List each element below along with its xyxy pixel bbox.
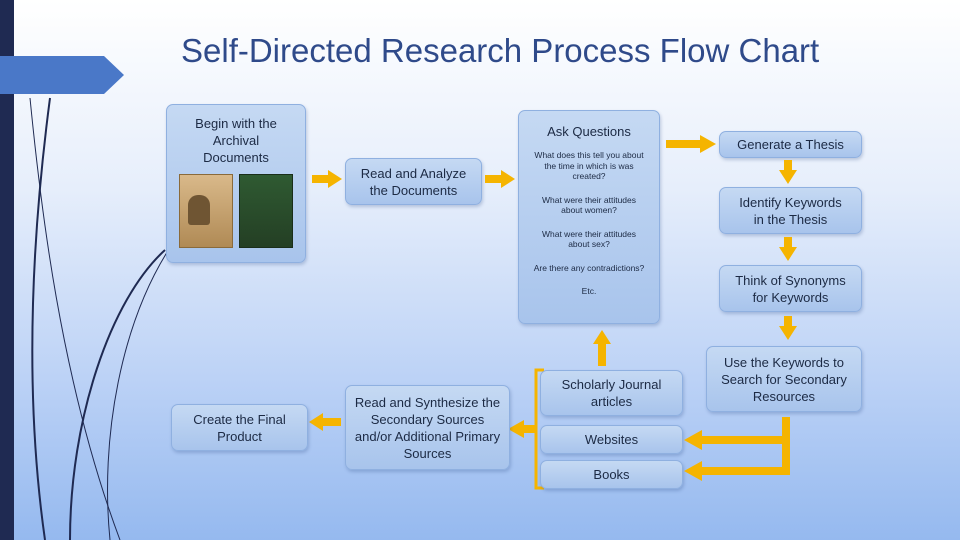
arrow-synonyms-to-search [779, 316, 797, 340]
arrow-begin-to-read [312, 170, 342, 188]
node-synthesize: Read and Synthesize the Secondary Source… [345, 385, 510, 470]
node-websites-label: Websites [584, 432, 639, 447]
node-synonyms-label: Think of Synonyms for Keywords [735, 272, 846, 305]
node-search: Use the Keywords to Search for Secondary… [706, 346, 862, 412]
arrow-thesis-to-keywords [779, 160, 797, 184]
node-synonyms: Think of Synonyms for Keywords [719, 265, 862, 312]
title-tab-arrow [0, 56, 124, 94]
arrow-search-to-sources [684, 417, 790, 481]
ask-question: What were their attitudes about sex? [541, 228, 636, 250]
node-keywords: Identify Keywords in the Thesis [719, 187, 862, 234]
decorative-swoosh-lines [29, 97, 176, 540]
node-journal: Scholarly Journal articles [540, 370, 683, 416]
archival-document-images [179, 174, 293, 248]
left-accent-bar [0, 0, 14, 540]
ask-question: What were their attitudes about women? [541, 194, 636, 216]
node-final-label: Create the Final Product [193, 411, 286, 444]
node-books-label: Books [593, 467, 630, 482]
ask-question: Are there any contradictions? [533, 262, 645, 273]
arrow-journal-to-ask [593, 330, 611, 366]
node-final: Create the Final Product [171, 404, 308, 451]
node-ask-questions: Ask Questions What does this tell you ab… [518, 110, 660, 324]
node-books: Books [540, 460, 683, 489]
node-begin-label: Begin with the Archival Documents [195, 116, 277, 165]
node-thesis: Generate a Thesis [719, 131, 862, 158]
newspaper-clipping-image [179, 174, 233, 248]
node-journal-label: Scholarly Journal articles [561, 377, 662, 409]
node-begin: Begin with the Archival Documents [166, 104, 306, 263]
green-book-image [239, 174, 293, 248]
ask-question: What does this tell you about the time i… [534, 150, 644, 181]
node-websites: Websites [540, 425, 683, 454]
node-read-analyze-label: Read and Analyze the Documents [360, 165, 467, 198]
node-search-label: Use the Keywords to Search for Secondary… [721, 354, 847, 404]
sources-bracket [508, 368, 544, 490]
node-keywords-label: Identify Keywords in the Thesis [739, 194, 842, 227]
node-thesis-label: Generate a Thesis [737, 137, 844, 152]
arrow-keywords-to-synonyms [779, 237, 797, 261]
arrow-read-to-ask [485, 170, 515, 188]
ask-question: Etc. [581, 286, 597, 296]
node-read-analyze: Read and Analyze the Documents [345, 158, 482, 205]
ask-heading: Ask Questions [547, 124, 631, 139]
node-synthesize-label: Read and Synthesize the Secondary Source… [354, 394, 501, 461]
arrow-ask-to-thesis [666, 135, 716, 153]
arrow-synthesize-to-final [309, 413, 341, 431]
page-title: Self-Directed Research Process Flow Char… [181, 32, 820, 69]
